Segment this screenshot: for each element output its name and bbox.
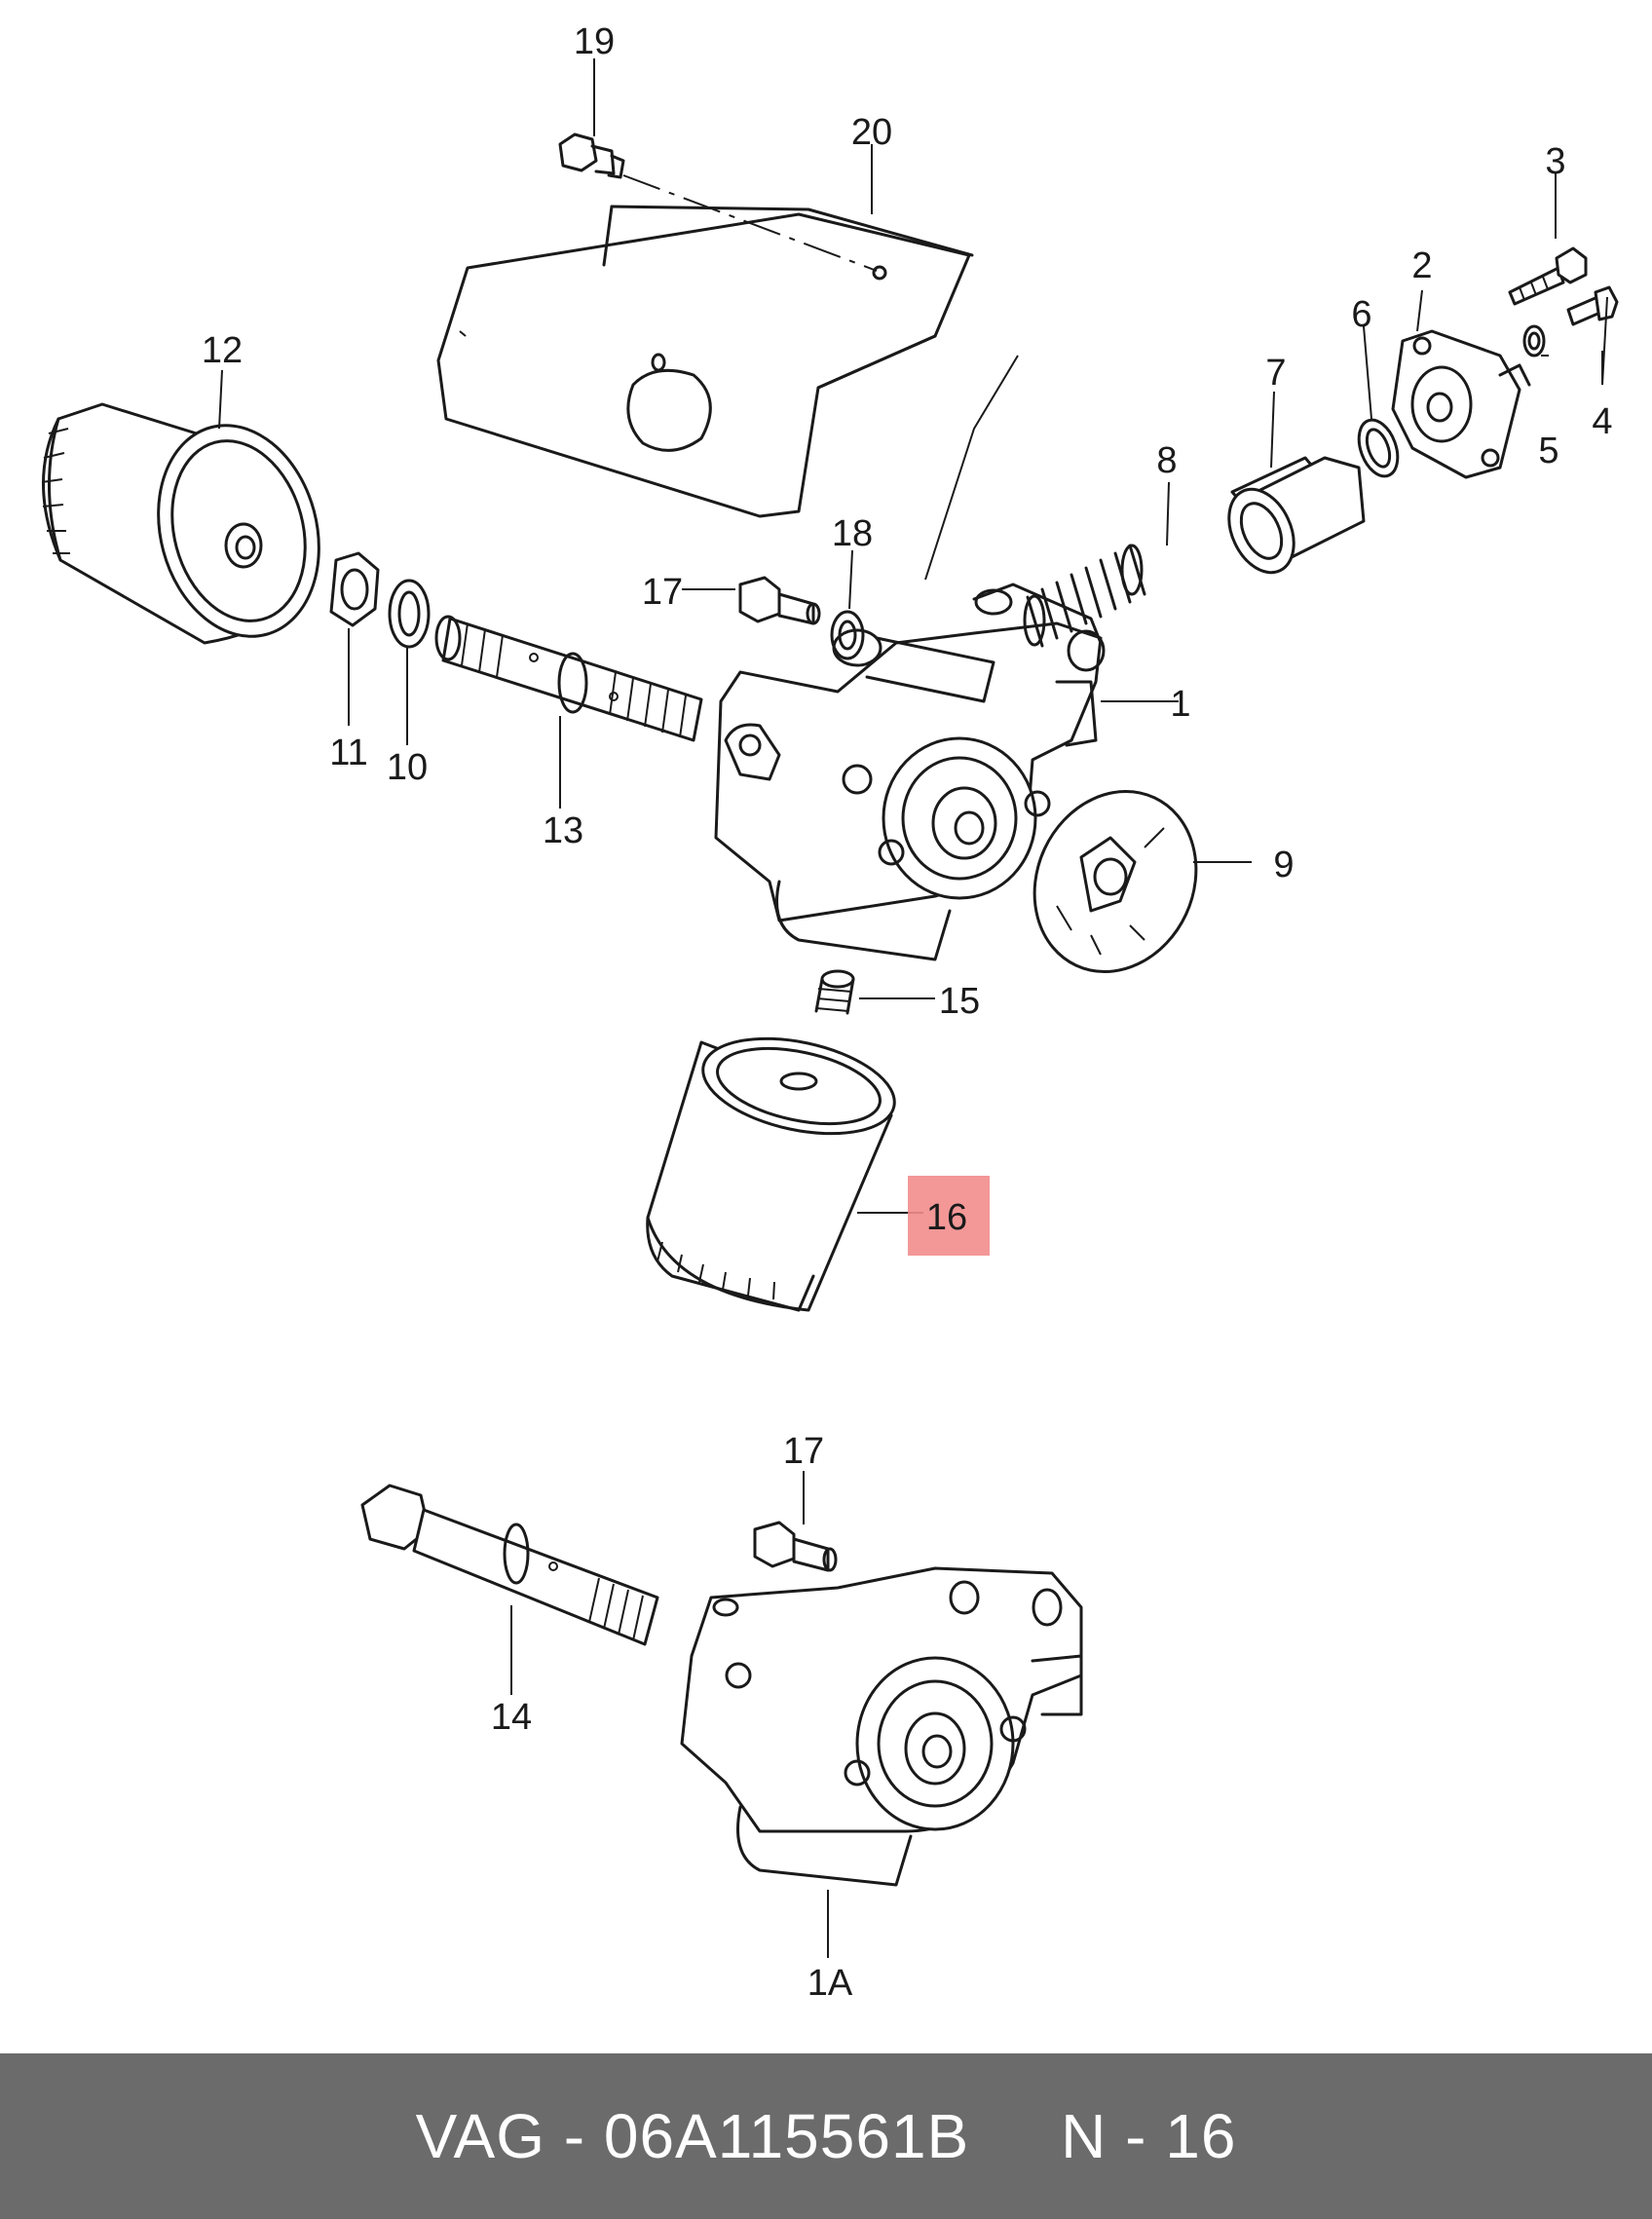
callout-16: 16 [926, 1197, 967, 1238]
part-8-spring [1023, 544, 1146, 648]
callout-19: 19 [574, 21, 615, 62]
callout-20: 20 [851, 112, 892, 153]
part-16-oil-filter [646, 1036, 896, 1312]
part-4-screw [1566, 285, 1619, 326]
callout-11: 11 [329, 733, 367, 773]
callout-5: 5 [1538, 431, 1558, 471]
part-17-lower-sensor [753, 1521, 838, 1572]
part-5-washer [1522, 324, 1546, 357]
footer-position: N - 16 [1061, 2101, 1237, 2171]
callout-18: 18 [832, 513, 873, 554]
leader-lines [218, 58, 1608, 1958]
part-6-o-ring [1357, 418, 1400, 478]
footer-separator: - [544, 2101, 604, 2171]
callout-labels: 19 20 3 2 6 7 4 5 12 8 18 17 1 11 10 13 … [202, 21, 1613, 2004]
part-13-hollow-bolt [434, 615, 703, 742]
part-12-oil-filter [41, 402, 320, 645]
callout-17-upper: 17 [642, 572, 683, 613]
callout-17-lower: 17 [783, 1431, 824, 1472]
part-17-upper-sensor [738, 576, 821, 625]
callout-3: 3 [1545, 141, 1565, 182]
callout-2: 2 [1411, 245, 1432, 286]
parts-exploded-diagram: 19 20 3 2 6 7 4 5 12 8 18 17 1 11 10 13 … [41, 21, 1619, 2004]
footer-gap [969, 2100, 1061, 2172]
part-2-cover [1391, 329, 1531, 479]
callout-12: 12 [202, 330, 243, 371]
part-19-bolt [558, 132, 878, 272]
callout-8: 8 [1156, 440, 1177, 481]
callout-4: 4 [1592, 401, 1612, 442]
callout-6: 6 [1351, 294, 1371, 335]
part-1A-filter-housing [680, 1566, 1083, 1887]
part-3-bolt [1508, 246, 1588, 306]
part-9-gasket [1032, 790, 1198, 973]
callout-1: 1 [1170, 684, 1190, 725]
part-number-footer: VAG - 06A115561B N - 16 [0, 2053, 1652, 2219]
footer-brand: VAG [415, 2101, 545, 2171]
callout-9: 9 [1273, 845, 1294, 885]
part-18-seal [830, 610, 865, 660]
part-20-heat-shield [436, 205, 974, 518]
footer-part-number: 06A115561B [603, 2101, 970, 2171]
part-14-long-bolt [360, 1484, 659, 1646]
part-10-seal [388, 579, 431, 649]
callout-1A: 1A [807, 1963, 853, 2004]
part-11-nut [329, 551, 380, 627]
callout-14: 14 [491, 1697, 532, 1738]
part-15-insert [814, 969, 855, 1015]
part-16-highlight [908, 1176, 990, 1256]
callout-7: 7 [1265, 353, 1286, 394]
callout-15: 15 [939, 981, 980, 1022]
part-1-filter-housing [714, 355, 1106, 961]
callout-13: 13 [543, 810, 583, 851]
callout-10: 10 [387, 747, 428, 788]
part-7-piston [1227, 456, 1366, 575]
